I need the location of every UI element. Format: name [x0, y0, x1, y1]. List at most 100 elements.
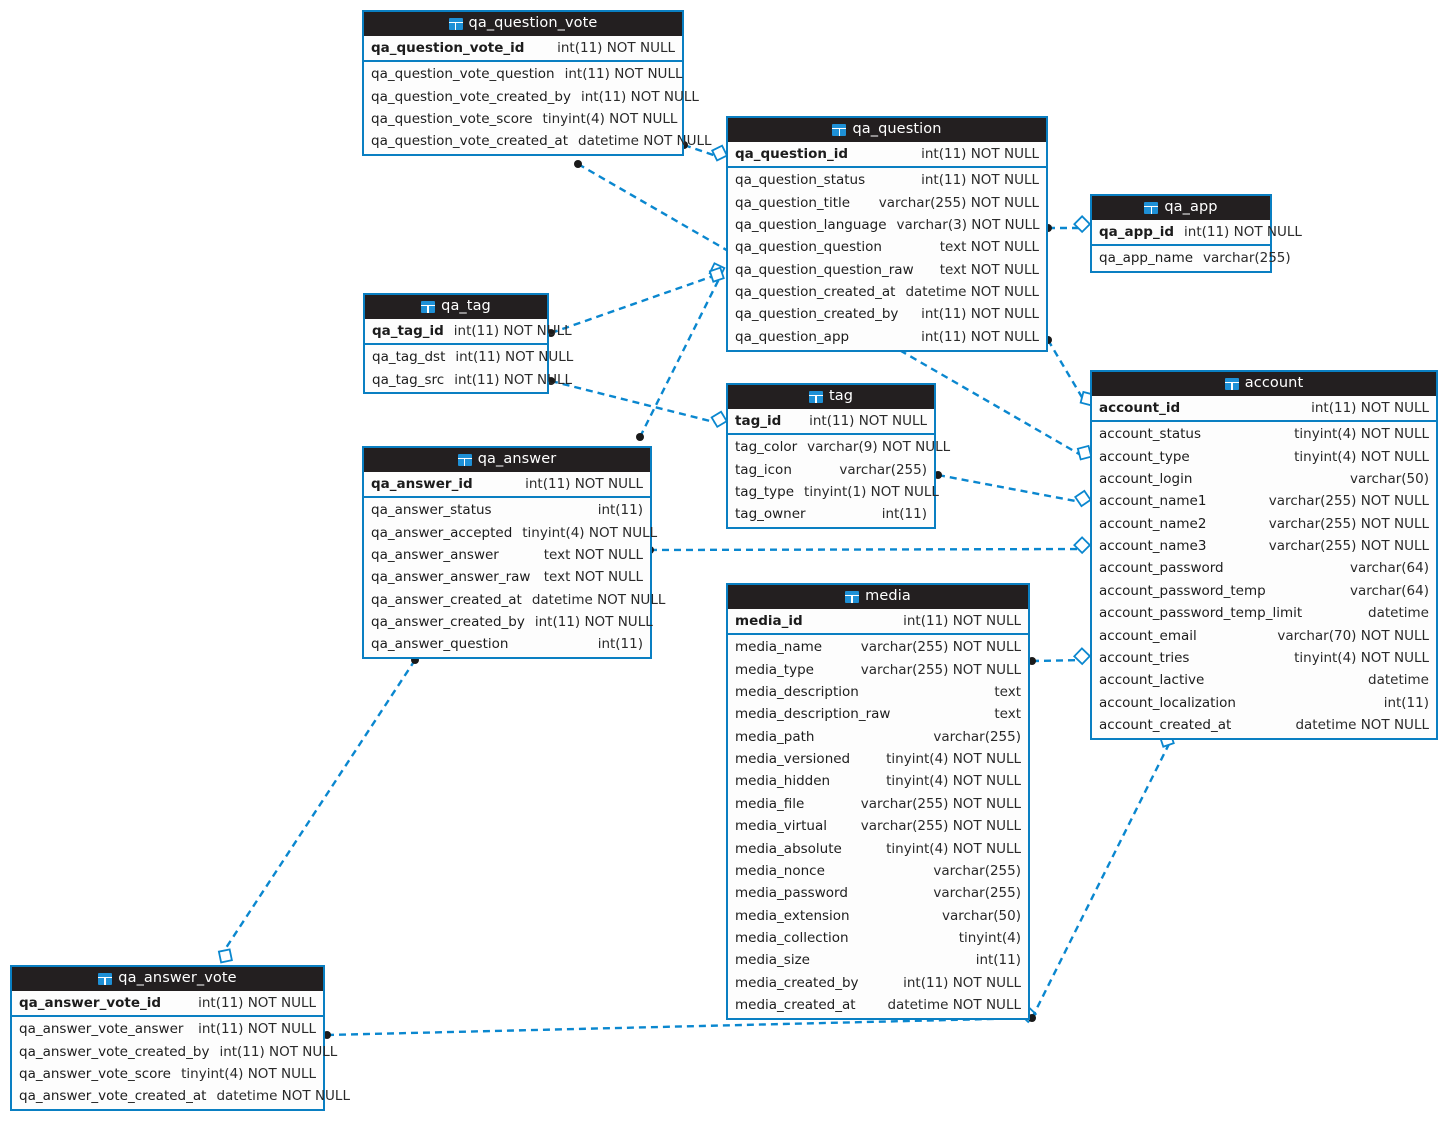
- column-type: int(11) NOT NULL: [921, 172, 1039, 189]
- entity-table-qa_app[interactable]: qa_app qa_app_id int(11) NOT NULL qa_app_na…: [1090, 194, 1302, 273]
- entity-title: qa_answer: [477, 451, 557, 467]
- relationship-source-dot: [636, 433, 644, 441]
- entity-title: qa_answer_vote: [118, 970, 237, 986]
- column-name: qa_question_id: [735, 146, 848, 162]
- column-name: media_created_by: [735, 974, 859, 991]
- column-type: int(11): [597, 502, 643, 519]
- column-name: account_status: [1099, 426, 1202, 443]
- column-type: int(11) NOT NULL: [1311, 400, 1429, 416]
- relationship-link: [1028, 731, 1175, 1022]
- column-type: int(11): [1383, 694, 1429, 711]
- column-name: qa_question_created_at: [735, 284, 896, 301]
- column-type: varchar(255) NOT NULL: [1268, 515, 1429, 532]
- column-name: tag_color: [735, 439, 798, 456]
- relationship-line: [1030, 737, 1174, 1019]
- column-type: int(11) NOT NULL: [534, 614, 653, 631]
- relationship-link: [646, 536, 1092, 555]
- entity-title: media: [865, 588, 911, 604]
- table-icon: [448, 17, 463, 30]
- relationship-line: [638, 272, 724, 438]
- column-name: media_nonce: [735, 862, 825, 879]
- column-type: int(11) NOT NULL: [564, 66, 683, 83]
- column-name: media_extension: [735, 907, 850, 924]
- column-name: qa_answer_answer_raw: [371, 569, 531, 586]
- column-type: int(11) NOT NULL: [1184, 224, 1302, 240]
- entity-title: qa_question: [852, 121, 942, 137]
- entity-header-qa_question: qa_question: [728, 118, 1046, 142]
- column-type: int(11) NOT NULL: [525, 476, 643, 492]
- column-type: int(11) NOT NULL: [198, 995, 316, 1011]
- column-name: account_type: [1099, 448, 1190, 465]
- column-type: datetime NOT NULL: [216, 1088, 350, 1105]
- entity-title: qa_question_vote: [468, 15, 598, 31]
- relationship-link: [547, 377, 728, 429]
- column-type: varchar(255) NOT NULL: [860, 795, 1021, 812]
- column-name: qa_answer_vote_created_by: [19, 1043, 210, 1060]
- entity-header-tag: tag: [728, 385, 934, 409]
- column-name: account_id: [1099, 400, 1181, 416]
- column-type: tinyint(4) NOT NULL: [542, 110, 678, 127]
- column-name: media_collection: [735, 930, 849, 947]
- entity-header-qa_app: qa_app: [1092, 196, 1270, 220]
- relationship-target-diamond: [1073, 215, 1092, 234]
- column-name: qa_app_name: [1099, 250, 1194, 267]
- entity-title: qa_tag: [441, 298, 491, 314]
- column-name: tag_icon: [735, 461, 792, 478]
- entity-header-qa_question_vote: qa_question_vote: [364, 12, 682, 36]
- column-name: media_id: [735, 613, 803, 629]
- relationship-line: [1046, 339, 1088, 405]
- column-type: datetime: [1368, 605, 1429, 622]
- column-type: int(11) NOT NULL: [557, 40, 675, 56]
- table-icon: [1224, 377, 1239, 390]
- column-type: tinyint(4) NOT NULL: [886, 840, 1021, 857]
- column-type: text: [994, 706, 1021, 723]
- column-type: int(11) NOT NULL: [921, 306, 1039, 323]
- column-row: media_file varchar(255) NOT NULL: [728, 793, 1028, 815]
- column-type: varchar(255) NOT NULL: [878, 194, 1039, 211]
- relationship-line: [550, 379, 723, 426]
- column-name: qa_question_vote_score: [371, 110, 533, 127]
- column-name: qa_app_id: [1099, 224, 1175, 240]
- column-name: qa_answer_created_at: [371, 591, 522, 608]
- table-icon: [832, 123, 847, 136]
- column-type: tinyint(4) NOT NULL: [1294, 649, 1429, 666]
- column-type: tinyint(4) NOT NULL: [1294, 426, 1429, 443]
- column-name: media_file: [735, 795, 805, 812]
- column-type: text NOT NULL: [939, 261, 1039, 278]
- relationship-link: [1044, 215, 1092, 234]
